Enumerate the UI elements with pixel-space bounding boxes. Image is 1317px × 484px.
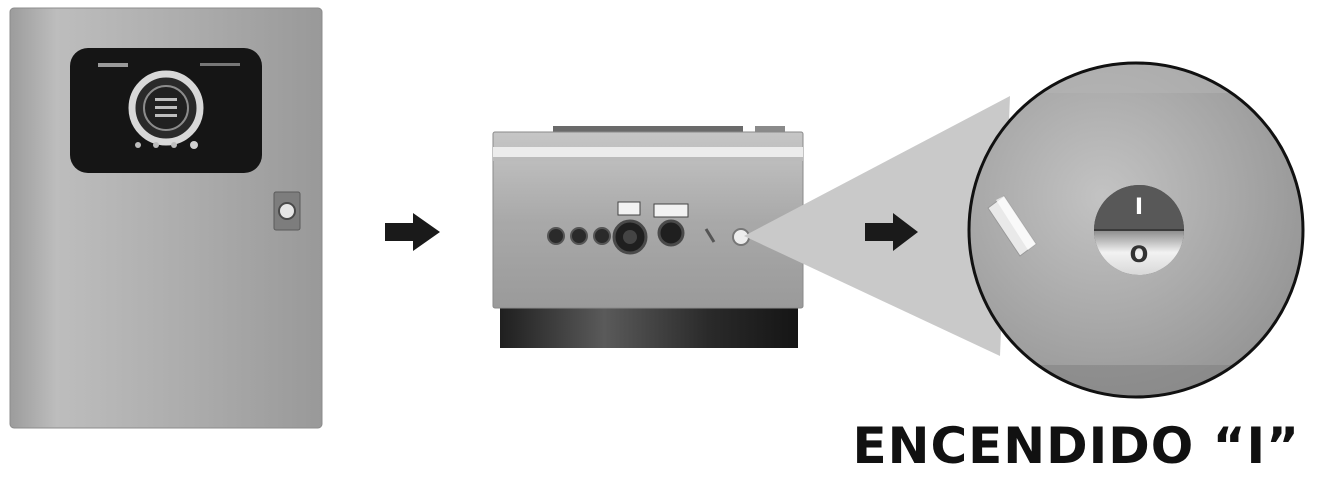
switch-on-symbol: I <box>1135 195 1143 220</box>
arrow-right-icon <box>865 213 918 251</box>
switch-knob: I O <box>1094 185 1184 275</box>
power-on-caption: ENCENDIDO “I” <box>852 417 1300 475</box>
display-panel <box>70 48 262 173</box>
switch-off-symbol: O <box>1130 243 1149 268</box>
power-unit <box>492 126 804 348</box>
zoom-circle: I O <box>967 61 1305 399</box>
control-cabinet <box>9 7 323 429</box>
arrow-right-icon <box>385 213 440 251</box>
switch-lever <box>987 195 1037 257</box>
door-lock <box>273 191 301 231</box>
front-connectors <box>547 201 689 255</box>
